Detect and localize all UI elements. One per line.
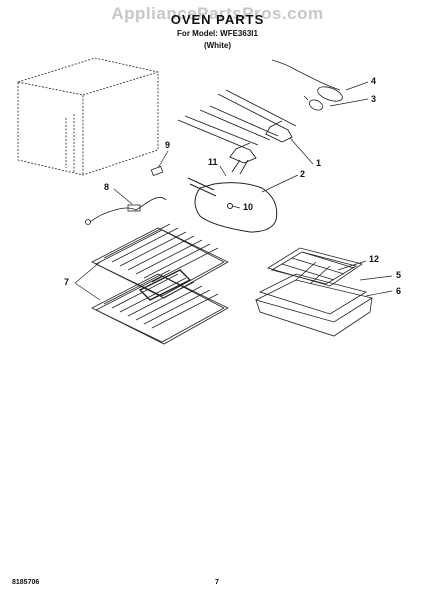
callout-10: 10 (243, 202, 254, 212)
callout-5: 5 (396, 270, 402, 280)
sensor-and-wire (85, 165, 167, 225)
oven-cavity-outline (17, 57, 159, 176)
callout-11: 11 (208, 157, 218, 167)
callout-4: 4 (371, 76, 377, 86)
callout-12: 12 (369, 254, 380, 264)
callout-7: 7 (64, 277, 70, 287)
page-number: 7 (215, 579, 219, 586)
document-number: 8185706 (12, 579, 40, 586)
callout-6: 6 (396, 286, 402, 296)
watermark: AppliancePartsPros.com (111, 4, 324, 23)
oven-racks (91, 223, 229, 345)
broiler-pan-and-grid (254, 247, 374, 337)
callout-8: 8 (104, 182, 110, 192)
page-title: OVEN PARTS (170, 12, 265, 27)
model-line: For Model: WFE363I1 (177, 29, 258, 38)
broil-element (177, 89, 297, 175)
bake-element (187, 177, 278, 233)
light-assembly (271, 59, 343, 111)
callout-3: 3 (371, 94, 377, 104)
callout-1: 1 (316, 158, 322, 168)
leader-lines (74, 81, 393, 301)
callout-2: 2 (300, 169, 306, 179)
color-line: (White) (203, 41, 232, 50)
callout-9: 9 (165, 140, 171, 150)
